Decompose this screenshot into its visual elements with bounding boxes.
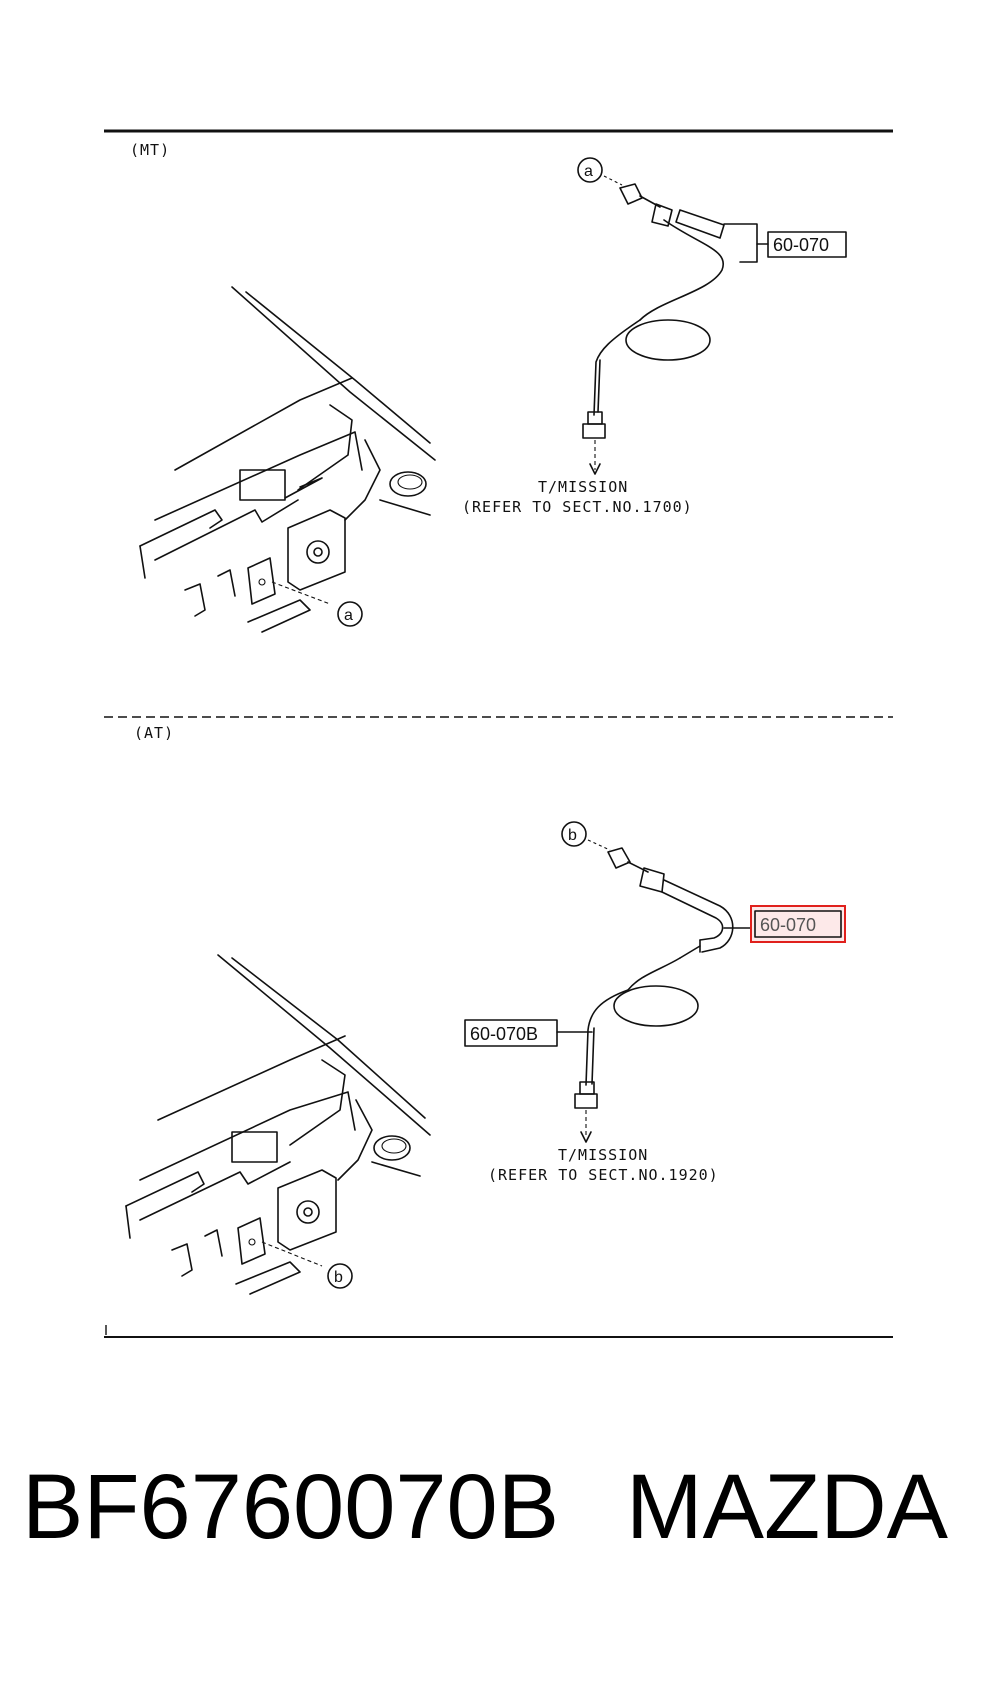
mt-callout-a-lower: a	[344, 607, 353, 624]
at-note-line1: T/MISSION	[558, 1146, 648, 1164]
brand-name: MAZDA	[626, 1456, 948, 1558]
at-callout-b-upper: b	[568, 827, 577, 844]
footer: BF6760070B MAZDA	[0, 1455, 992, 1565]
at-vehicle-drawing: b	[125, 954, 431, 1295]
mt-label: (MT)	[130, 141, 170, 159]
at-part-highlight	[750, 905, 846, 943]
mt-part-box	[767, 231, 847, 258]
mt-callout-a-upper: a	[584, 163, 593, 180]
mt-note-line2: (REFER TO SECT.NO.1700)	[462, 498, 693, 516]
mt-note-line1: T/MISSION	[538, 478, 628, 496]
at-callout-b-lower: b	[334, 1269, 343, 1286]
mt-section: (MT) a	[104, 129, 893, 633]
at-label: (AT)	[134, 724, 174, 742]
at-part-label-secondary[interactable]: 60-070B	[470, 1024, 538, 1044]
at-part-label-highlighted[interactable]: 60-070	[760, 915, 816, 935]
mt-part-label[interactable]: 60-070	[773, 235, 829, 255]
at-speedometer-cable: b 60-070 60-070B T/MI	[464, 821, 846, 1184]
mt-speedometer-cable: a 60-070 T/MISSION (REFER TO SECT.NO.170…	[462, 157, 847, 516]
mt-vehicle-drawing: a	[139, 286, 436, 633]
part-number: BF6760070B	[22, 1456, 560, 1558]
at-note-line2: (REFER TO SECT.NO.1920)	[488, 1166, 719, 1184]
at-section: (AT) b	[104, 724, 893, 1338]
